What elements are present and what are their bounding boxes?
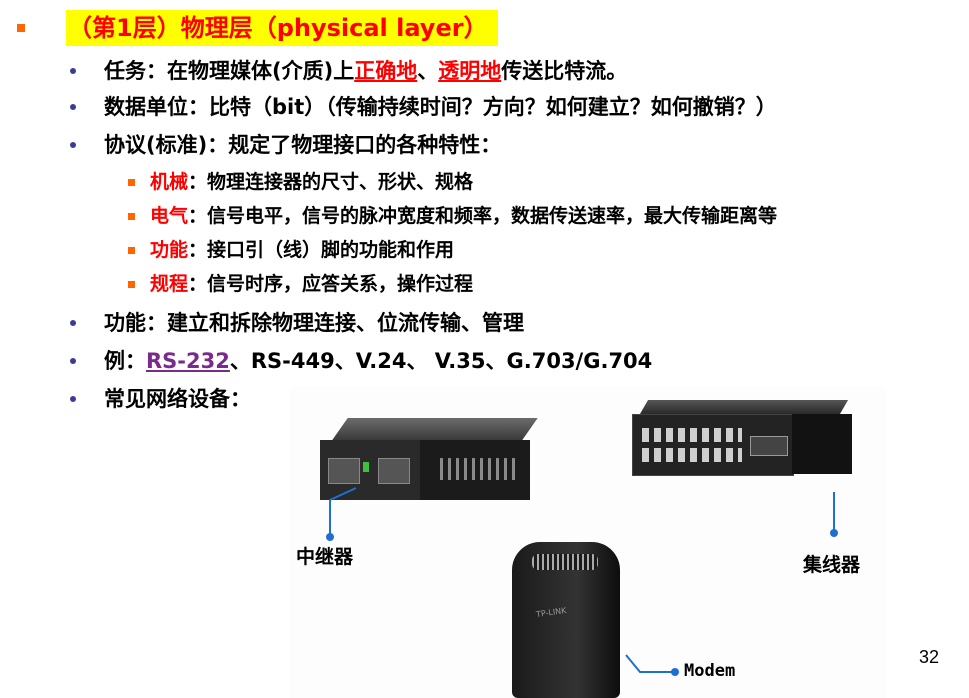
sub-desc: ：信号时序，应答关系，操作过程 [188, 273, 474, 295]
title-bullet-icon [17, 24, 25, 32]
bullet-label: 常见网络设备： [104, 387, 251, 411]
square-bullet-icon [128, 179, 135, 186]
hub-image [632, 400, 858, 500]
bullet-dot-icon [70, 142, 76, 148]
hub-label: 集线器 [803, 554, 861, 576]
bullet-label: 协议(标准)：规定了物理接口的各种特性： [104, 133, 502, 157]
sub-term: 功能 [150, 239, 189, 261]
square-bullet-icon [128, 247, 135, 254]
repeater-label: 中继器 [296, 546, 354, 568]
bullet-dot-icon [70, 358, 76, 364]
sub-term: 电气 [150, 205, 189, 227]
repeater-image [320, 418, 540, 508]
bullet-label: 数据单位：比特（bit）（传输持续时间？方向？如何建立？如何撤销？） [104, 95, 777, 119]
page-number: 32 [919, 647, 940, 667]
example-prefix: 例： [104, 349, 146, 373]
bullet-label: 功能：建立和拆除物理连接、位流传输、管理 [104, 311, 524, 335]
bullet-dot-icon [70, 396, 76, 402]
example-rest: 、RS-449、V.24、 V.35、G.703/G.704 [229, 349, 653, 373]
separator: 、 [417, 59, 439, 83]
bullet-dot-icon [70, 320, 76, 326]
highlight-transparently: 透明地 [438, 59, 502, 83]
sub-term: 规程 [150, 273, 189, 295]
bullet-dot-icon [70, 104, 76, 110]
modem-image: TP-LINK [512, 542, 620, 698]
rs232-link[interactable]: RS-232 [146, 349, 230, 373]
slide-title: （第1层）物理层（physical layer） [66, 10, 498, 46]
bullet-label: 任务：在物理媒体(介质)上 [104, 59, 355, 83]
highlight-correctly: 正确地 [354, 59, 418, 83]
square-bullet-icon [128, 213, 135, 220]
sub-desc: ：接口引（线）脚的功能和作用 [188, 239, 455, 261]
modem-label: Modem [684, 661, 736, 681]
sub-desc: ：物理连接器的尺寸、形状、规格 [188, 171, 474, 193]
sub-desc: ：信号电平，信号的脉冲宽度和频率，数据传送速率，最大传输距离等 [188, 205, 778, 227]
sub-term: 机械 [150, 171, 189, 193]
square-bullet-icon [128, 281, 135, 288]
bullet-rest: 传送比特流。 [501, 59, 628, 83]
bullet-dot-icon [70, 68, 76, 74]
